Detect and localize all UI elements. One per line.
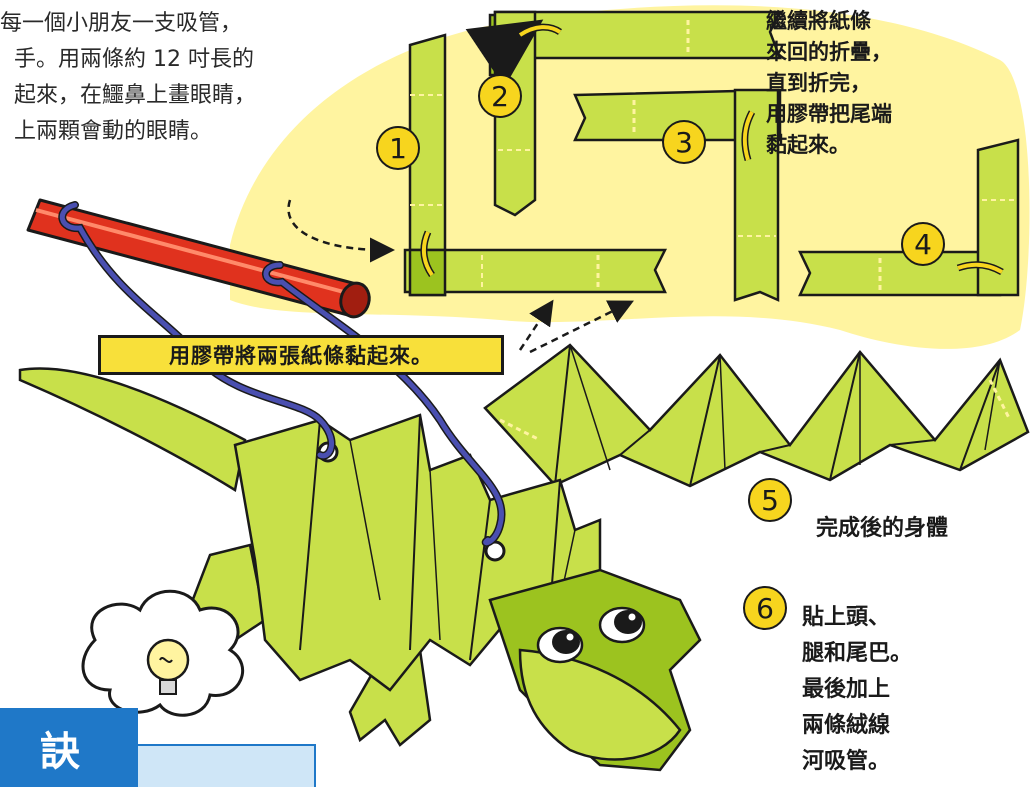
intro-line: 起來，在鱷鼻上畫眼睛，	[14, 83, 257, 108]
tip-label: 訣	[0, 708, 138, 787]
step-5-caption: 完成後的身體	[816, 516, 949, 541]
intro-line: 手。用兩條約 12 吋長的	[14, 47, 254, 72]
note-line: 貼上頭、	[802, 605, 891, 630]
dashed-arrow-to-step1	[287, 199, 395, 263]
step-5-badge: 5	[748, 478, 792, 522]
tape-instruction-banner: 用膠帶將兩張紙條黏起來。	[98, 335, 504, 375]
dashed-arrow-to-tape-left	[518, 299, 554, 351]
lightbulb-icon	[81, 589, 244, 717]
step-6-note: 貼上頭、 腿和尾巴。 最後加上 兩條絨線 河吸管。	[802, 600, 912, 780]
intro-line: 每一個小朋友一支吸管，	[0, 11, 243, 36]
paper-strip-step1	[403, 33, 668, 297]
step-1-badge: 1	[376, 126, 420, 170]
paper-strip-step2	[465, 10, 783, 217]
note-line: 最後加上	[802, 677, 891, 702]
folded-body-step5	[483, 343, 1030, 488]
note-line: 腿和尾巴。	[802, 641, 913, 666]
paper-strip-step4	[798, 138, 1020, 297]
fold-instructions-note: 繼續將紙條 來回的折疊， 直到折完， 用膠帶把尾端 黏起來。	[766, 6, 892, 161]
step-2-badge: 2	[478, 74, 522, 118]
note-line: 黏起來。	[766, 133, 850, 157]
crocodile-head	[488, 568, 702, 772]
crocodile-eye-right	[598, 606, 646, 644]
note-line: 兩條絨線	[802, 713, 891, 738]
dashed-arrow-to-tape-right	[529, 300, 634, 354]
crocodile-eye-left	[536, 626, 584, 664]
intro-text: 每一個小朋友一支吸管， 手。用兩條約 12 吋長的 起來，在鱷鼻上畫眼睛， 上兩…	[0, 6, 256, 150]
crocodile-tail	[18, 367, 247, 493]
note-line: 用膠帶把尾端	[766, 102, 892, 126]
step-3-badge: 3	[662, 120, 706, 164]
note-line: 來回的折疊，	[766, 40, 892, 64]
note-line: 繼續將紙條	[766, 9, 871, 33]
note-line: 河吸管。	[802, 749, 891, 774]
note-line: 直到折完，	[766, 71, 871, 95]
step-4-badge: 4	[901, 222, 945, 266]
intro-line: 上兩顆會動的眼睛。	[14, 119, 213, 144]
step-6-badge: 6	[743, 586, 787, 630]
